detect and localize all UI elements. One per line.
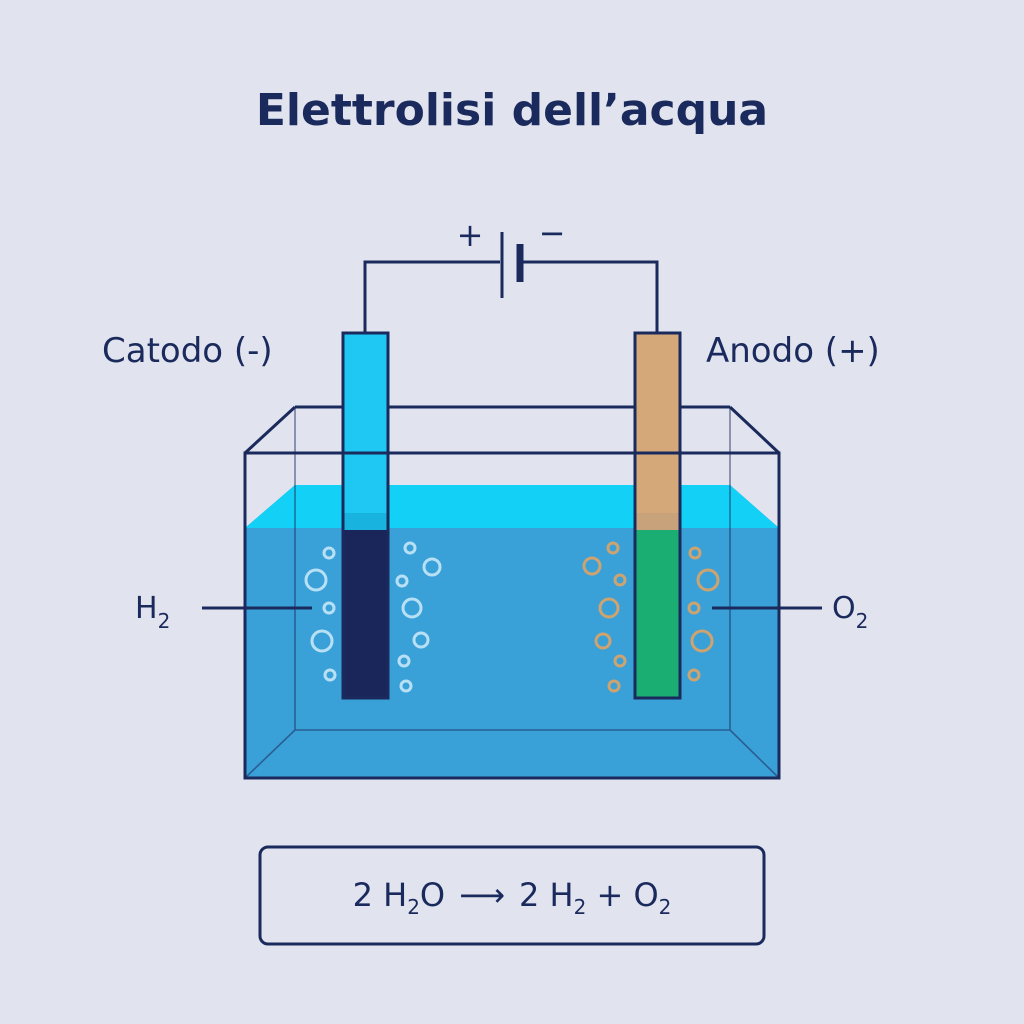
oxygen-bubbles (582, 541, 720, 693)
page-title: Elettrolisi dell’acqua (256, 85, 768, 136)
tank-front (243, 451, 781, 780)
hydrogen-bubbles (304, 541, 442, 693)
hydrogen-label: H2 (135, 591, 170, 633)
wire-left (363, 260, 500, 333)
tank-back (243, 405, 781, 455)
battery-plus-label: + (457, 216, 484, 254)
anode-electrode (633, 331, 682, 700)
water-surface (245, 485, 779, 528)
battery-icon (500, 232, 524, 298)
wire-right (522, 260, 659, 333)
reaction-equation: 2 H2O⟶2 H2 + O2 (353, 876, 672, 919)
cathode-label: Catodo (-) (102, 331, 273, 371)
equation-box (258, 845, 766, 946)
battery-minus-label: − (539, 214, 566, 252)
cathode-electrode (341, 331, 390, 700)
tank-inner-edges (244, 407, 780, 779)
oxygen-label: O2 (832, 591, 868, 633)
anode-label: Anodo (+) (706, 331, 880, 371)
